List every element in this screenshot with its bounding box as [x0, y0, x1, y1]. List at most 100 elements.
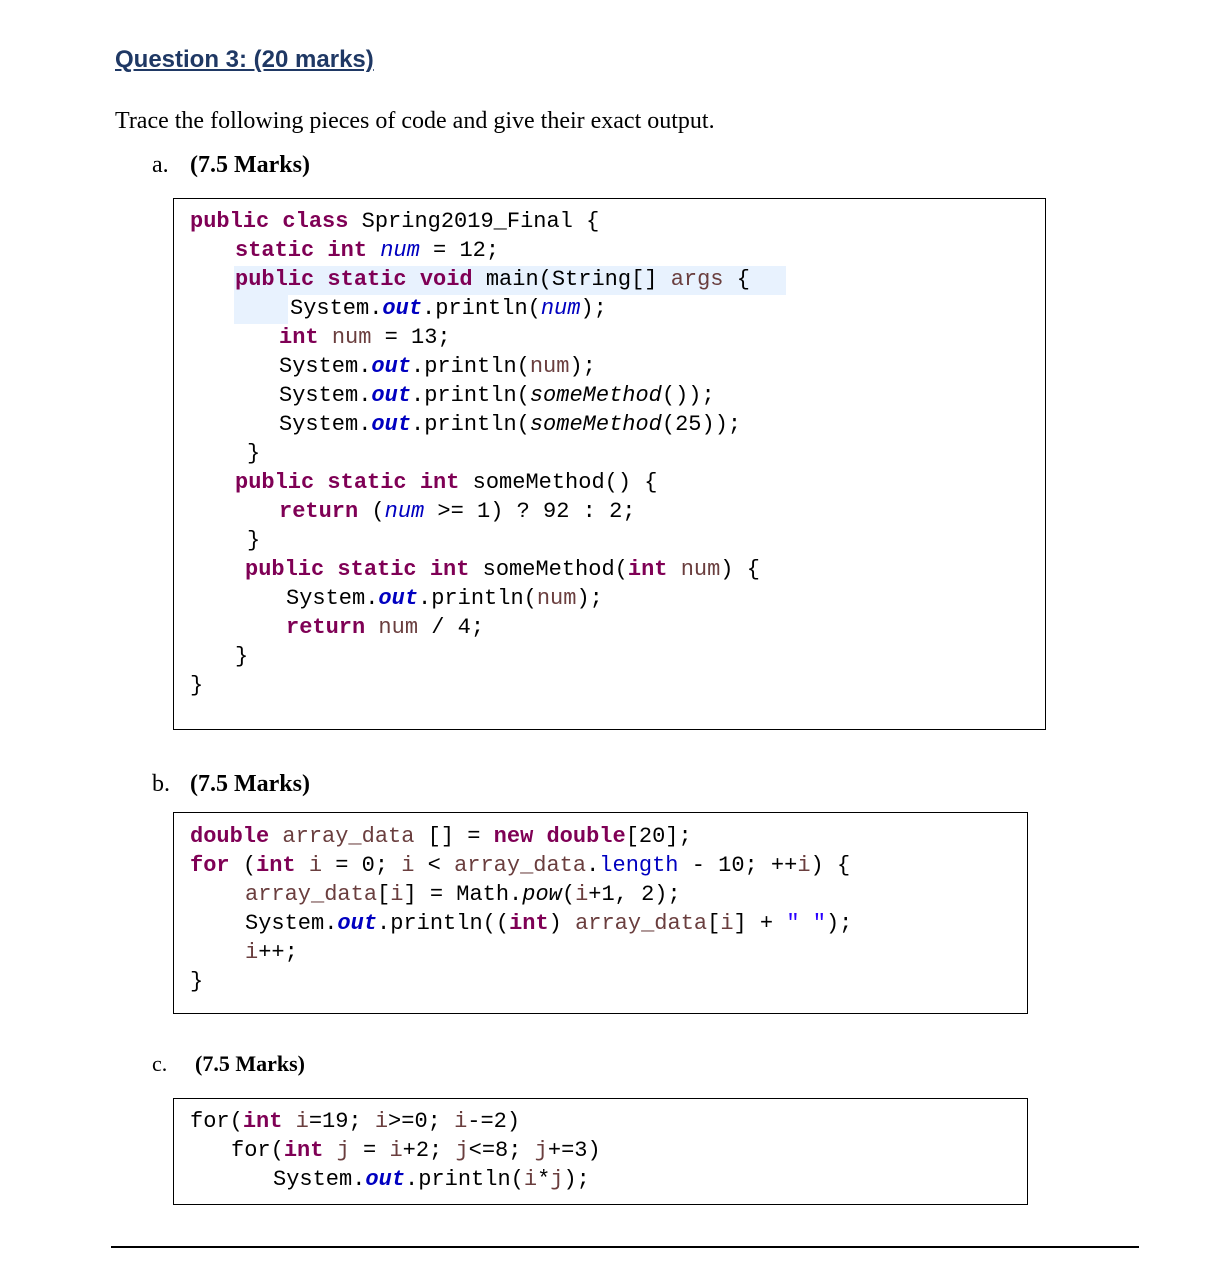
- code-token: }: [247, 528, 261, 553]
- code-token: (: [371, 499, 385, 524]
- code-token: *: [537, 1167, 551, 1192]
- code-token: .println(: [422, 296, 541, 321]
- code-token: [20];: [625, 824, 692, 849]
- code-token: -=2): [467, 1109, 521, 1134]
- code-token: double: [190, 824, 283, 849]
- code-token: i: [454, 1109, 468, 1134]
- code-token: length: [599, 853, 679, 878]
- code-token: );: [825, 911, 853, 936]
- code-line: System.out.println(someMethod());: [279, 381, 715, 410]
- code-token: out: [382, 296, 423, 321]
- code-line: }: [235, 642, 248, 671]
- code-token: int: [283, 1138, 337, 1163]
- code-line: System.out.println((int) array_data[i] +…: [245, 909, 852, 938]
- code-token: System.: [279, 383, 372, 408]
- code-line: System.out.println(num);: [286, 584, 603, 613]
- code-token: }: [190, 969, 204, 994]
- code-token: System.: [279, 412, 372, 437]
- code-token: .println(: [405, 1167, 524, 1192]
- code-line: int num = 13;: [279, 323, 451, 352]
- code-token: return: [286, 615, 379, 640]
- code-token: .println(: [418, 586, 537, 611]
- part-marks: (7.5 Marks): [195, 1051, 305, 1076]
- code-token: public static void: [235, 267, 486, 292]
- code-token: [: [377, 882, 391, 907]
- code-token: );: [569, 354, 596, 379]
- code-token: i: [797, 853, 811, 878]
- code-token: System.: [279, 354, 372, 379]
- code-token: int: [242, 1109, 296, 1134]
- code-token: num: [680, 557, 721, 582]
- code-token: (: [242, 853, 257, 878]
- code-token: }: [235, 644, 249, 669]
- instructions: Trace the following pieces of code and g…: [115, 108, 715, 134]
- code-token: return: [279, 499, 372, 524]
- code-token: );: [580, 296, 607, 321]
- code-line: return num / 4;: [286, 613, 484, 642]
- code-token: j: [455, 1138, 469, 1163]
- code-line: }: [190, 967, 203, 996]
- code-token: (: [561, 882, 576, 907]
- code-token: new double: [493, 824, 626, 849]
- code-token: i: [308, 853, 323, 878]
- part-marks: (7.5 Marks): [190, 771, 310, 797]
- code-line: for(int i=19; i>=0; i-=2): [190, 1107, 520, 1136]
- code-token: array_data: [245, 882, 378, 907]
- code-token: }: [190, 673, 204, 698]
- code-token: for: [190, 853, 243, 878]
- code-token: array_data: [454, 853, 587, 878]
- part-label: b.: [152, 771, 170, 797]
- code-line: public static int someMethod() {: [235, 468, 657, 497]
- code-token: ) {: [720, 557, 760, 582]
- code-line: System.out.println(num);: [279, 352, 596, 381]
- line-highlight: [234, 295, 288, 324]
- code-token: }: [247, 441, 261, 466]
- code-token: someMethod() {: [472, 470, 658, 495]
- code-token: num: [331, 325, 372, 350]
- code-token: .println(: [411, 412, 530, 437]
- code-line: i++;: [245, 938, 298, 967]
- code-block-b: double array_data [] = new double[20];fo…: [173, 812, 1028, 1014]
- code-block-a: public class Spring2019_Final {static in…: [173, 198, 1046, 730]
- code-token: >= 1) ? 92 : 2;: [424, 499, 636, 524]
- code-token: j: [336, 1138, 350, 1163]
- code-token: {: [723, 267, 750, 292]
- code-token: j: [550, 1167, 564, 1192]
- line-highlight: [234, 266, 786, 295]
- code-line: return (num >= 1) ? 92 : 2;: [279, 497, 635, 526]
- code-token: ) {: [810, 853, 851, 878]
- code-token: <=8;: [468, 1138, 535, 1163]
- code-token: >=0;: [388, 1109, 455, 1134]
- code-token: public static int: [235, 470, 473, 495]
- code-token: <: [414, 853, 455, 878]
- code-token: ] +: [733, 911, 787, 936]
- code-token: System.: [245, 911, 338, 936]
- code-token: array_data: [282, 824, 415, 849]
- part-label: a.: [152, 152, 169, 178]
- code-line: }: [190, 671, 203, 700]
- code-token: [: [707, 911, 721, 936]
- code-token: ): [548, 911, 576, 936]
- code-token: out: [371, 383, 412, 408]
- code-token: num: [540, 296, 581, 321]
- code-token: int: [256, 853, 309, 878]
- code-line: public static int someMethod(int num) {: [245, 555, 760, 584]
- code-token: Spring2019_Final {: [361, 209, 600, 234]
- code-token: for(: [190, 1109, 243, 1134]
- code-token: someMethod(: [482, 557, 628, 582]
- code-token: +1, 2);: [588, 882, 681, 907]
- part-marks: (7.5 Marks): [190, 152, 310, 178]
- code-token: static int: [235, 238, 381, 263]
- code-token: =19;: [308, 1109, 375, 1134]
- code-token: System.: [273, 1167, 366, 1192]
- code-token: +=3): [547, 1138, 601, 1163]
- code-token: .println(: [411, 354, 530, 379]
- bottom-rule: [111, 1246, 1139, 1248]
- code-line: double array_data [] = new double[20];: [190, 822, 692, 851]
- code-token: =: [349, 1138, 390, 1163]
- code-line: array_data[i] = Math.pow(i+1, 2);: [245, 880, 681, 909]
- code-token: = 0;: [322, 853, 402, 878]
- code-token: args: [670, 267, 724, 292]
- code-token: i: [401, 853, 415, 878]
- code-token: out: [365, 1167, 406, 1192]
